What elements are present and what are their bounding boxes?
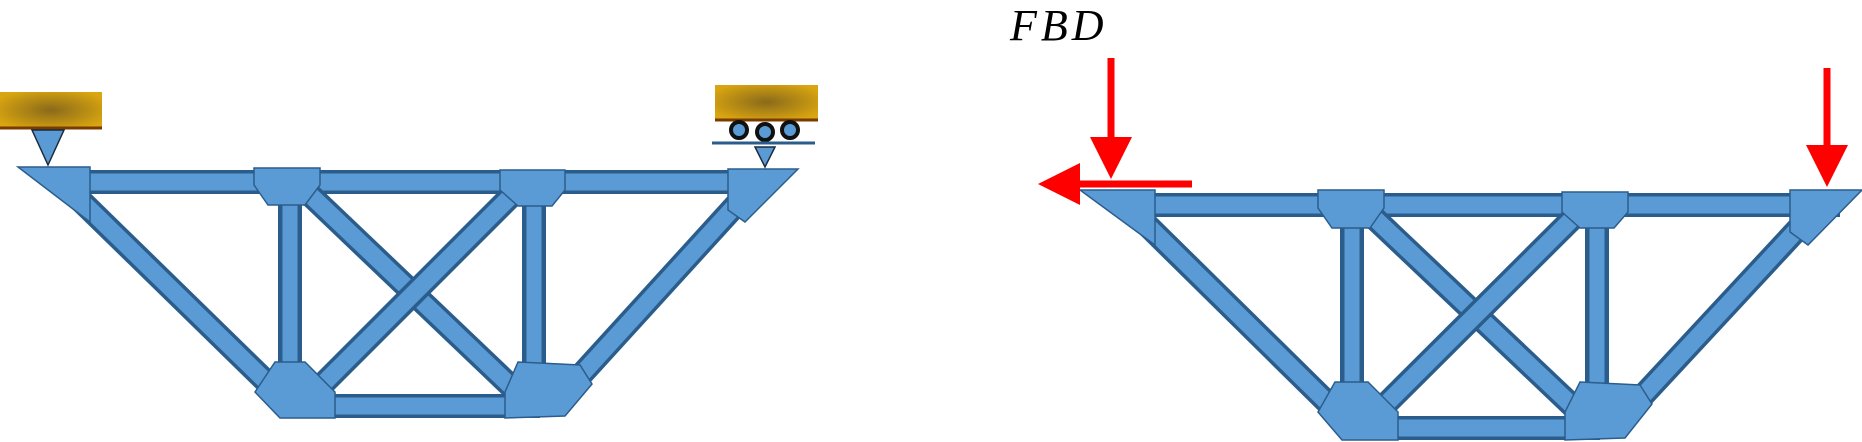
roller-3 bbox=[780, 120, 800, 140]
left-truss-members bbox=[55, 170, 760, 418]
joint-top-mid-left bbox=[253, 167, 321, 206]
fbd-truss-joints bbox=[1077, 189, 1862, 441]
joint-bottom-right bbox=[504, 361, 593, 419]
fbd-joint-top-mid-right bbox=[1561, 191, 1629, 229]
right-pin-triangle bbox=[753, 146, 777, 169]
fbd-joint-top-right bbox=[1789, 189, 1862, 246]
right-roller-support bbox=[712, 85, 818, 169]
right-support-block bbox=[715, 85, 818, 119]
left-support-block bbox=[0, 92, 102, 128]
left-truss bbox=[0, 85, 818, 419]
roller-2 bbox=[755, 122, 775, 142]
left-pin-triangle bbox=[30, 129, 66, 167]
joint-bottom-left bbox=[254, 361, 336, 419]
fbd-truss-members bbox=[1131, 193, 1840, 440]
fbd-joint-top-left bbox=[1077, 189, 1156, 247]
fbd-forces bbox=[1038, 58, 1848, 205]
fbd-joint-top-mid-left bbox=[1317, 189, 1385, 229]
left-pin-support bbox=[0, 92, 102, 167]
joint-top-right bbox=[727, 168, 800, 223]
left-truss-joints bbox=[15, 166, 800, 419]
joint-top-left bbox=[15, 166, 91, 224]
fbd-joint-bottom-right bbox=[1564, 381, 1653, 441]
joint-top-mid-right bbox=[499, 169, 566, 207]
roller-1 bbox=[729, 120, 749, 140]
fbd-title: FBD bbox=[1010, 1, 1108, 50]
fbd-truss bbox=[1038, 58, 1862, 441]
fbd-joint-bottom-left bbox=[1317, 381, 1399, 441]
